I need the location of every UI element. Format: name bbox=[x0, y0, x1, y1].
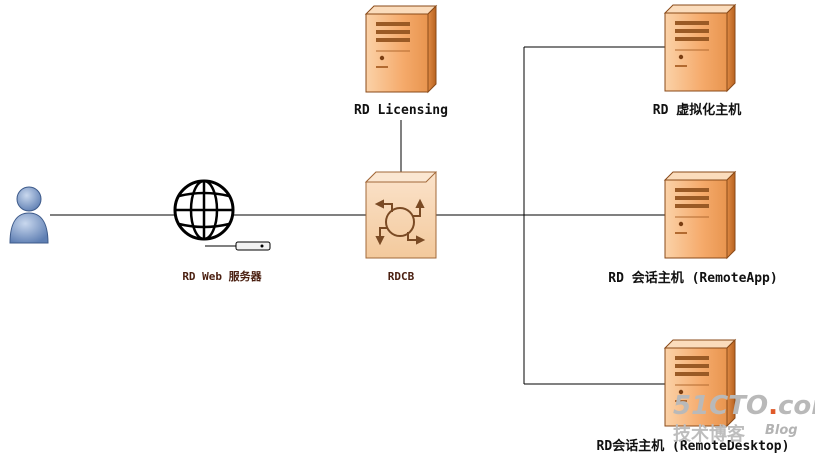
watermark-cn: 技术博客 bbox=[673, 423, 746, 445]
rdcb-label: RDCB bbox=[388, 270, 415, 283]
user-icon bbox=[9, 186, 49, 244]
virtualization-server-icon bbox=[664, 4, 736, 92]
site-watermark: 51CTO.com 技术博客 Blog bbox=[673, 391, 815, 445]
web-device-icon bbox=[205, 241, 271, 251]
globe-icon bbox=[173, 179, 235, 241]
session-remoteapp-label: RD 会话主机 (RemoteApp) bbox=[608, 270, 777, 286]
connection-lines bbox=[50, 46, 665, 385]
rdcb-broker-icon bbox=[364, 171, 438, 259]
session-remotedesktop-label: RD会话主机 (RemoteDesktop) bbox=[597, 438, 790, 454]
watermark-blog: Blog bbox=[765, 423, 798, 438]
web-server-label: RD Web 服务器 bbox=[182, 269, 262, 283]
watermark-site: 51CTO.com bbox=[673, 391, 815, 421]
session-remoteapp-server-icon bbox=[664, 171, 736, 259]
virtualization-host-label: RD 虚拟化主机 bbox=[653, 102, 741, 118]
licensing-server-icon bbox=[365, 5, 437, 93]
licensing-label: RD Licensing bbox=[354, 103, 448, 118]
